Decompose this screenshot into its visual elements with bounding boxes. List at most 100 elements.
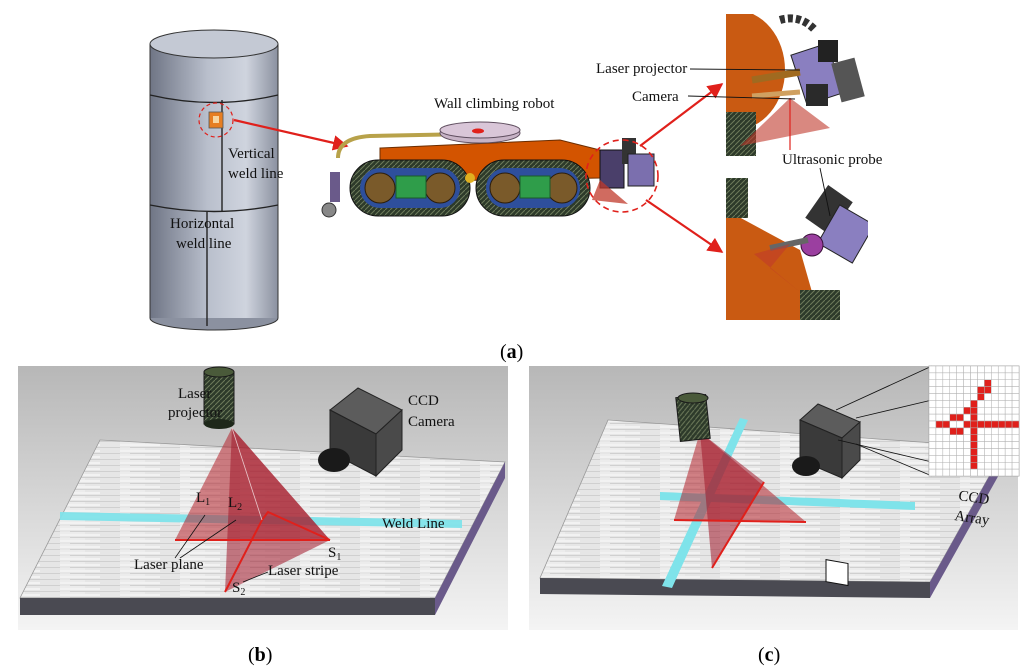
horizontal-weld-line-label-2: weld line (176, 236, 232, 252)
ccd-pixel (991, 434, 999, 442)
vertical-weld-line-label-2: weld line (228, 166, 284, 182)
ccd-pixel (1004, 462, 1013, 470)
panel-b: Laser projector CCD Camera L1 L2 Weld Li… (18, 366, 508, 666)
ccd-pixel (977, 400, 985, 408)
ccd-pixel (942, 386, 951, 394)
ccd-pixel (935, 468, 944, 477)
ccd-pixel (956, 455, 964, 463)
ccd-pixel (956, 393, 964, 401)
ccd-pixel (977, 365, 985, 374)
ccd-pixel (991, 413, 999, 422)
ccd-array-label-2: Array (953, 508, 990, 529)
ccd-pixel (997, 455, 1006, 463)
ccd-pixel (997, 400, 1006, 408)
camera-leader (687, 95, 796, 100)
ccd-pixel (928, 386, 937, 394)
horizontal-weld-seam-2 (149, 204, 279, 213)
ccd-pixel (977, 407, 985, 415)
ccd-pixel (956, 407, 964, 415)
ultrasonic-probe-leader (819, 167, 831, 217)
ccd-pixel (949, 400, 957, 408)
horizontal-weld-line-label-1: Horizontal (170, 216, 234, 232)
horizontal-weld-seam-1 (149, 94, 279, 104)
ccd-pixel (1004, 434, 1013, 442)
ccd-camera-b (318, 387, 403, 478)
ccd-pixel (1004, 448, 1013, 456)
ccd-pixel (977, 434, 985, 442)
ccd-pixel (963, 400, 971, 408)
ccd-pixel (1011, 413, 1020, 422)
ccd-pixel (997, 468, 1006, 477)
ccd-pixel (963, 393, 971, 401)
ccd-pixel (991, 365, 999, 374)
ccd-pixel (942, 400, 951, 408)
ccd-pixel (997, 393, 1006, 401)
ccd-pixel (970, 441, 978, 449)
ccd-pixel (1004, 420, 1013, 429)
storage-tank (149, 29, 279, 331)
ccd-pixel (963, 407, 971, 415)
ccd-pixel (970, 427, 978, 435)
ccd-pixel (928, 365, 937, 374)
highlight-circle-small (198, 102, 234, 138)
ccd-pixel (970, 462, 978, 470)
ccd-pixel (928, 441, 937, 449)
ccd-pixel (942, 455, 951, 463)
ccd-pixel (949, 468, 957, 477)
ccd-pixel (956, 462, 964, 470)
laser-plane-leader-1 (174, 514, 206, 559)
ccd-pixel (1011, 407, 1020, 415)
ccd-pixel (991, 441, 999, 449)
ccd-pixel (928, 379, 937, 387)
ccd-pixel (963, 434, 971, 442)
ccd-pixel (1004, 400, 1013, 408)
ccd-pixel (1004, 386, 1013, 394)
ccd-pixel (997, 420, 1006, 429)
ccd-pixel (991, 393, 999, 401)
ccd-pixel (1004, 372, 1013, 380)
caption-c: (c) (758, 644, 780, 666)
ccd-pixel (949, 407, 957, 415)
ccd-pixel (997, 407, 1006, 415)
ccd-pixel (956, 441, 964, 449)
ccd-pixel (949, 455, 957, 463)
s2-label: S2 (232, 580, 245, 598)
panel-a: Vertical weld line Horizontal weld line (149, 14, 883, 363)
ccd-pixel (1011, 434, 1020, 442)
caption-b: (b) (248, 644, 272, 666)
ccd-pixel (1011, 441, 1020, 449)
ccd-pixel (984, 407, 992, 415)
ccd-pixel (984, 468, 992, 477)
ccd-pixel (984, 400, 992, 408)
ccd-pixel (942, 427, 951, 435)
ccd-pixel (970, 434, 978, 442)
ccd-pixel (991, 448, 999, 456)
ccd-pixel (949, 420, 957, 429)
ccd-camera-label-2: Camera (408, 414, 455, 430)
ccd-pixel (997, 448, 1006, 456)
ccd-pixel (963, 441, 971, 449)
ccd-pixel (935, 434, 944, 442)
ccd-pixel (935, 420, 944, 429)
ccd-pixel (963, 420, 971, 429)
ccd-pixel (935, 413, 944, 422)
ccd-pixel (956, 386, 964, 394)
ccd-pixel (935, 372, 944, 380)
ccd-pixel (956, 413, 964, 422)
plate-side-edge-c (930, 448, 1005, 598)
laser-projector-label-a: Laser projector (596, 61, 687, 77)
ccd-pixel (928, 372, 937, 380)
ccd-pixel (1011, 400, 1020, 408)
ccd-pixel (942, 434, 951, 442)
ccd-pixel (928, 448, 937, 456)
ccd-pixel (935, 441, 944, 449)
ccd-pixel (963, 379, 971, 387)
ccd-pixel (942, 441, 951, 449)
ccd-pixel (963, 386, 971, 394)
ccd-pixel (991, 427, 999, 435)
ccd-pixel (984, 372, 992, 380)
ccd-pixel (956, 434, 964, 442)
detail-inset-bottom (726, 175, 868, 320)
laser-stripe-label: Laser stripe (268, 563, 339, 579)
ccd-pixel (1011, 365, 1020, 374)
